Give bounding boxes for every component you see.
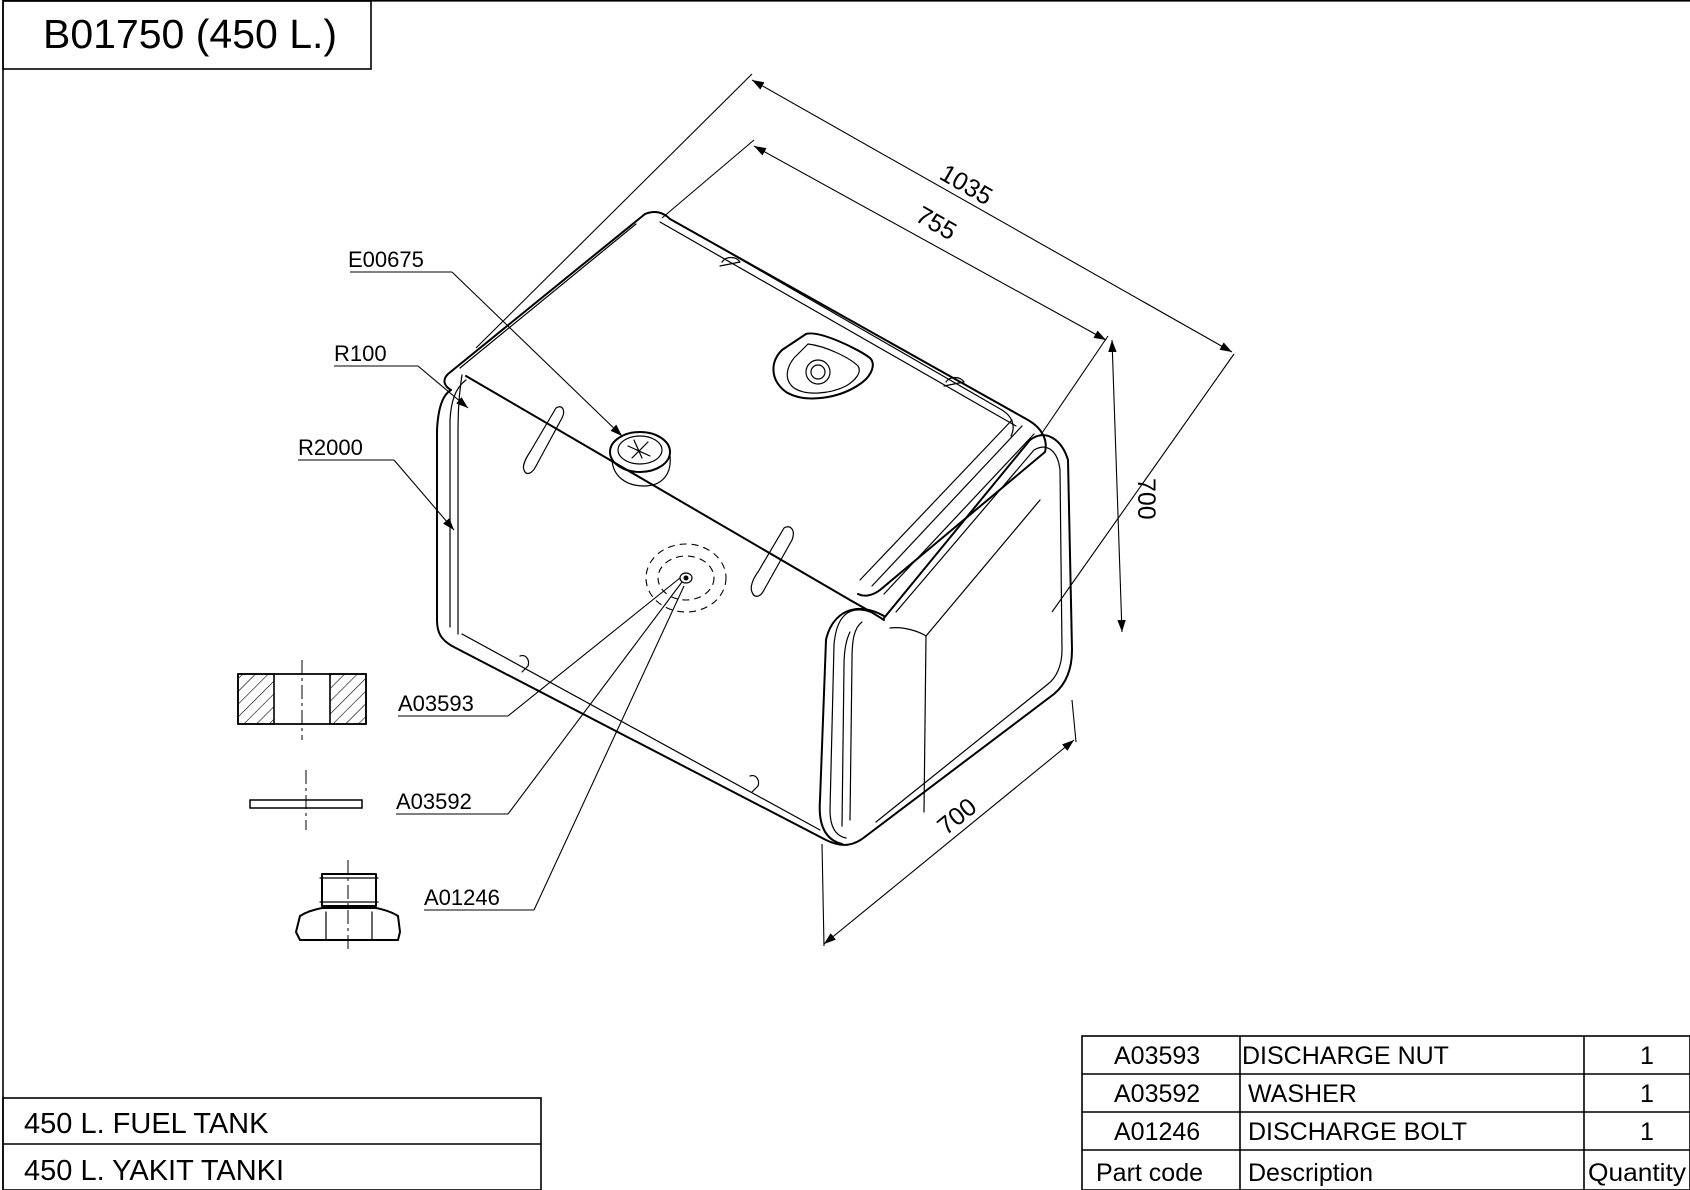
bom-row: A03592 WASHER 1 (1114, 1080, 1654, 1108)
callout-a01246: A01246 (424, 585, 685, 911)
bom-description: DISCHARGE BOLT (1248, 1118, 1467, 1146)
discharge-nut-section (237, 660, 367, 740)
dimension-1035: 1035 (475, 73, 1235, 613)
label-r100: R100 (334, 341, 387, 366)
bom-description: DISCHARGE NUT (1242, 1042, 1449, 1070)
bom-part-code: A03592 (1114, 1080, 1200, 1108)
bom-row: A03593 DISCHARGE NUT 1 (1114, 1042, 1654, 1070)
callout-a03592: A03592 (396, 581, 683, 815)
title-block: 450 L. FUEL TANK 450 L. YAKIT TANKI (2, 1097, 542, 1190)
dim-700-height-label: 700 (1132, 478, 1160, 520)
filler-neck (609, 431, 671, 487)
bom-quantity: 1 (1640, 1118, 1654, 1146)
callout-a03593: A03593 (398, 577, 681, 717)
dimension-700-depth: 700 (821, 699, 1077, 947)
label-e00675: E00675 (348, 247, 424, 272)
bom-header: Part code Description Quantity (1096, 1159, 1687, 1187)
label-a01246: A01246 (424, 885, 500, 910)
title-name-tr: 450 L. YAKIT TANKI (24, 1155, 284, 1187)
label-r2000: R2000 (298, 435, 363, 460)
bom-part-code: A01246 (1114, 1118, 1200, 1146)
fuel-tank (436, 210, 1073, 846)
bom-quantity: 1 (1640, 1080, 1654, 1108)
bom-header-part-code: Part code (1096, 1159, 1203, 1187)
dimension-755: 755 (661, 139, 1109, 437)
callout-r100: R100 (334, 341, 469, 409)
discharge-bolt-detail (295, 860, 401, 952)
bom-table: A03593 DISCHARGE NUT 1 A03592 WASHER 1 A… (1081, 1035, 1690, 1190)
label-a03593: A03593 (398, 691, 474, 716)
callout-filler-neck: E00675 (348, 247, 623, 437)
title-box: B01750 (450 L.) (2, 0, 372, 70)
title-name-en: 450 L. FUEL TANK (24, 1108, 269, 1140)
dim-755-label: 755 (911, 201, 961, 246)
label-a03592: A03592 (396, 789, 472, 814)
bom-header-description: Description (1248, 1159, 1373, 1187)
drain-location (645, 543, 727, 613)
bom-row: A01246 DISCHARGE BOLT 1 (1114, 1118, 1654, 1146)
drawing-title: B01750 (450 L.) (43, 11, 337, 57)
dimension-700-height: 700 (1108, 339, 1160, 633)
bom-quantity: 1 (1640, 1042, 1654, 1070)
bom-part-code: A03593 (1114, 1042, 1200, 1070)
dim-700-depth-label: 700 (932, 793, 982, 841)
bom-header-quantity: Quantity (1588, 1159, 1687, 1187)
dim-1035-label: 1035 (935, 159, 997, 211)
callout-r2000: R2000 (298, 435, 455, 531)
washer-detail (249, 770, 363, 830)
bom-description: WASHER (1248, 1080, 1357, 1108)
